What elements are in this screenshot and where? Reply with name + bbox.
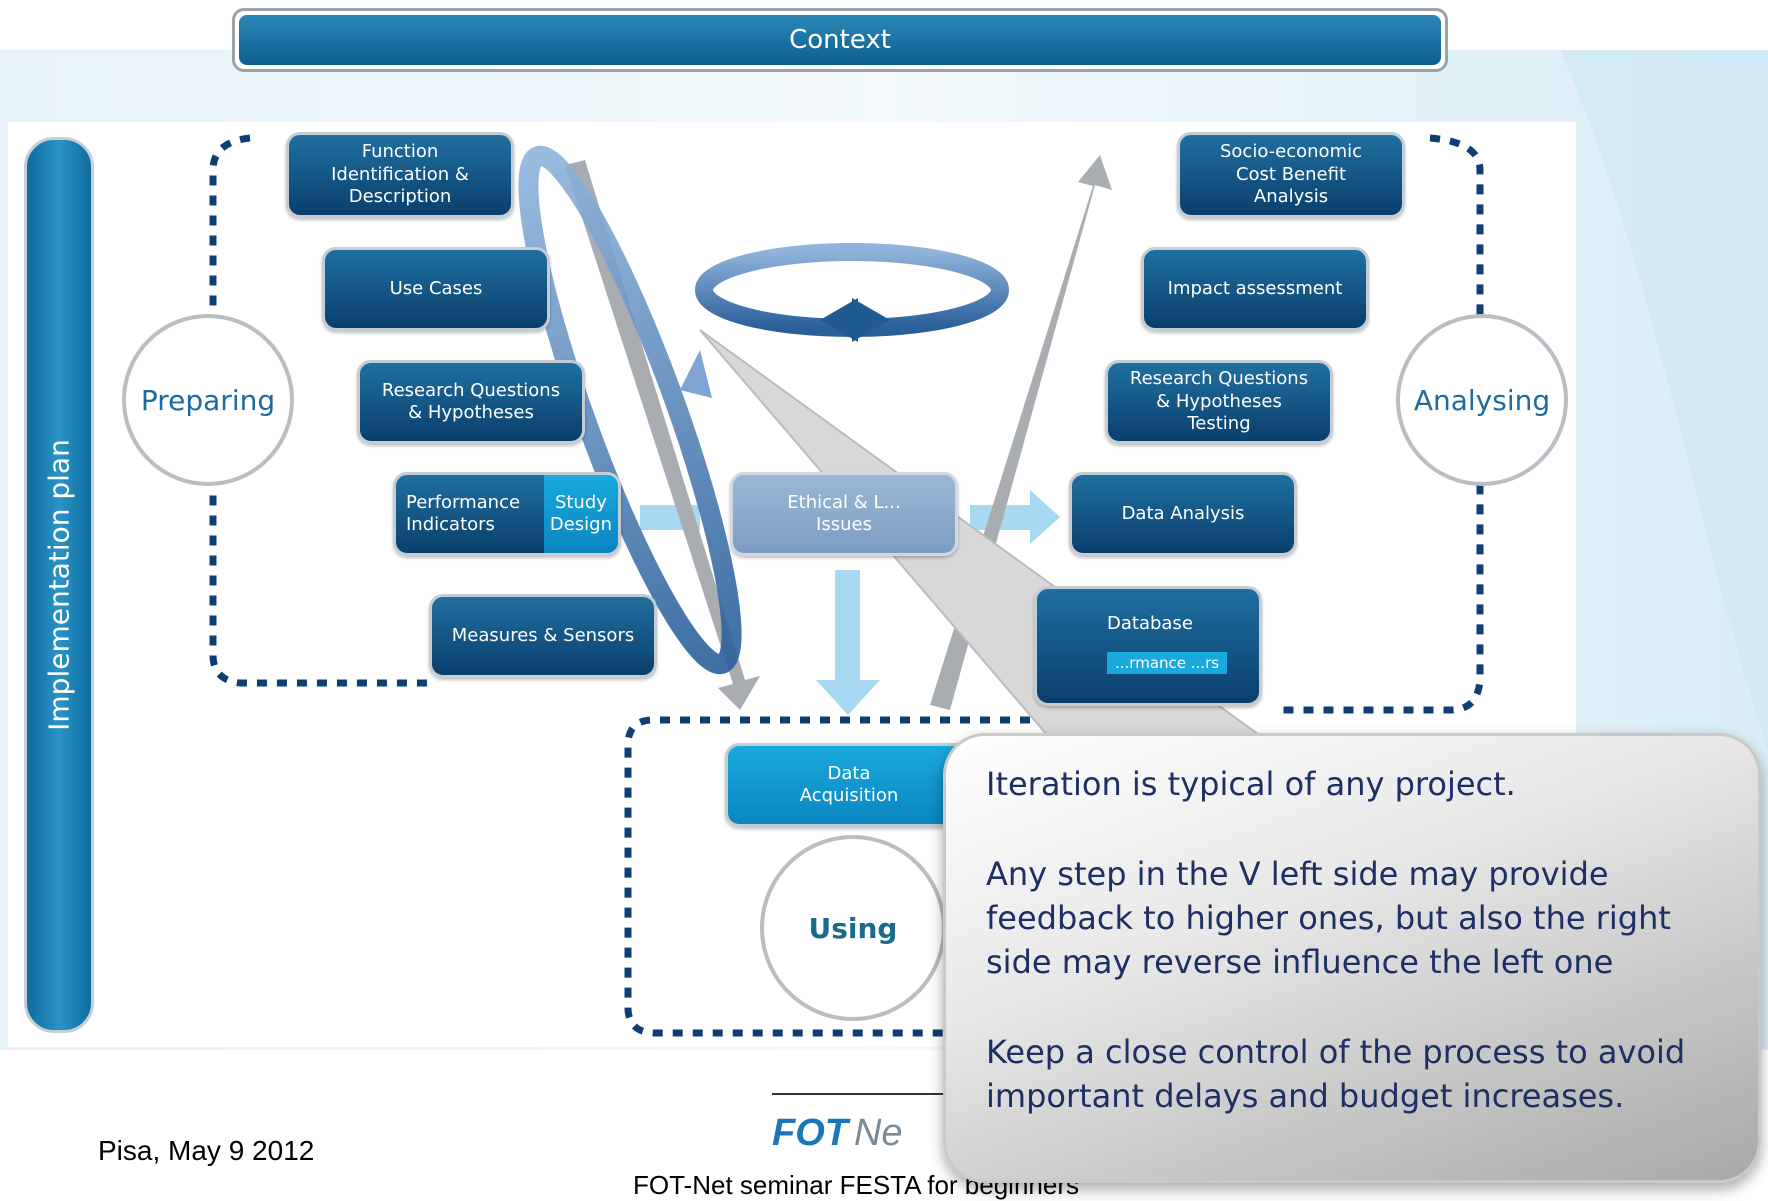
right-arrow-center	[970, 490, 1060, 544]
callout-line-3: Keep a close control of the process to a…	[986, 1033, 1686, 1115]
performance-indicators-label: Performance Indicators	[406, 491, 521, 536]
logo-fot: FOT	[772, 1112, 848, 1154]
database-box: Database ...rmance ...rs	[1034, 586, 1262, 706]
performance-partial-label: ...rmance ...rs	[1107, 651, 1228, 675]
using-dotted-frame	[624, 716, 1050, 1037]
study-design-label: Study Design	[543, 475, 618, 553]
preparing-circle: Preparing	[122, 314, 294, 486]
impact-assessment-box: Impact assessment	[1141, 247, 1369, 331]
performance-study-box: Performance Indicators Study Design	[393, 472, 621, 556]
vertical-ring-arrowhead	[680, 350, 712, 398]
data-acquisition-box: Data Acquisition	[725, 743, 973, 827]
context-bar: Context	[232, 8, 1448, 72]
implementation-plan-bar: Implementation plan	[24, 137, 94, 1033]
logo-ne: Ne	[853, 1112, 903, 1154]
iteration-ring-vertical	[518, 145, 742, 675]
footer-date: Pisa, May 9 2012	[98, 1135, 315, 1166]
down-arrow	[816, 570, 880, 715]
callout-line-1: Iteration is typical of any project.	[986, 765, 1516, 803]
logo-divider	[772, 1093, 972, 1095]
context-label: Context	[239, 15, 1441, 65]
database-label: Database	[1107, 613, 1193, 634]
callout-box: Iteration is typical of any project. Any…	[943, 733, 1761, 1183]
callout-line-2: Any step in the V left side may provide …	[986, 855, 1671, 981]
ring-arrowhead-left	[820, 298, 858, 342]
v-down-grey-arrow	[565, 160, 760, 710]
preparing-dotted-frame	[209, 134, 435, 687]
use-cases-box: Use Cases	[322, 247, 550, 331]
data-analysis-box: Data Analysis	[1069, 472, 1297, 556]
using-circle: Using	[760, 835, 946, 1021]
research-questions-box: Research Questions & Hypotheses	[357, 360, 585, 444]
socio-economic-box: Socio-economic Cost Benefit Analysis	[1177, 132, 1405, 218]
rq-testing-box: Research Questions & Hypotheses Testing	[1105, 360, 1333, 444]
ethical-legal-box: Ethical & L... Issues	[730, 472, 958, 556]
measures-sensors-box: Measures & Sensors	[429, 594, 657, 678]
analysing-circle: Analysing	[1396, 314, 1568, 486]
ring-arrowhead-right	[852, 298, 890, 342]
function-identification-box: Function Identification & Description	[286, 132, 514, 218]
